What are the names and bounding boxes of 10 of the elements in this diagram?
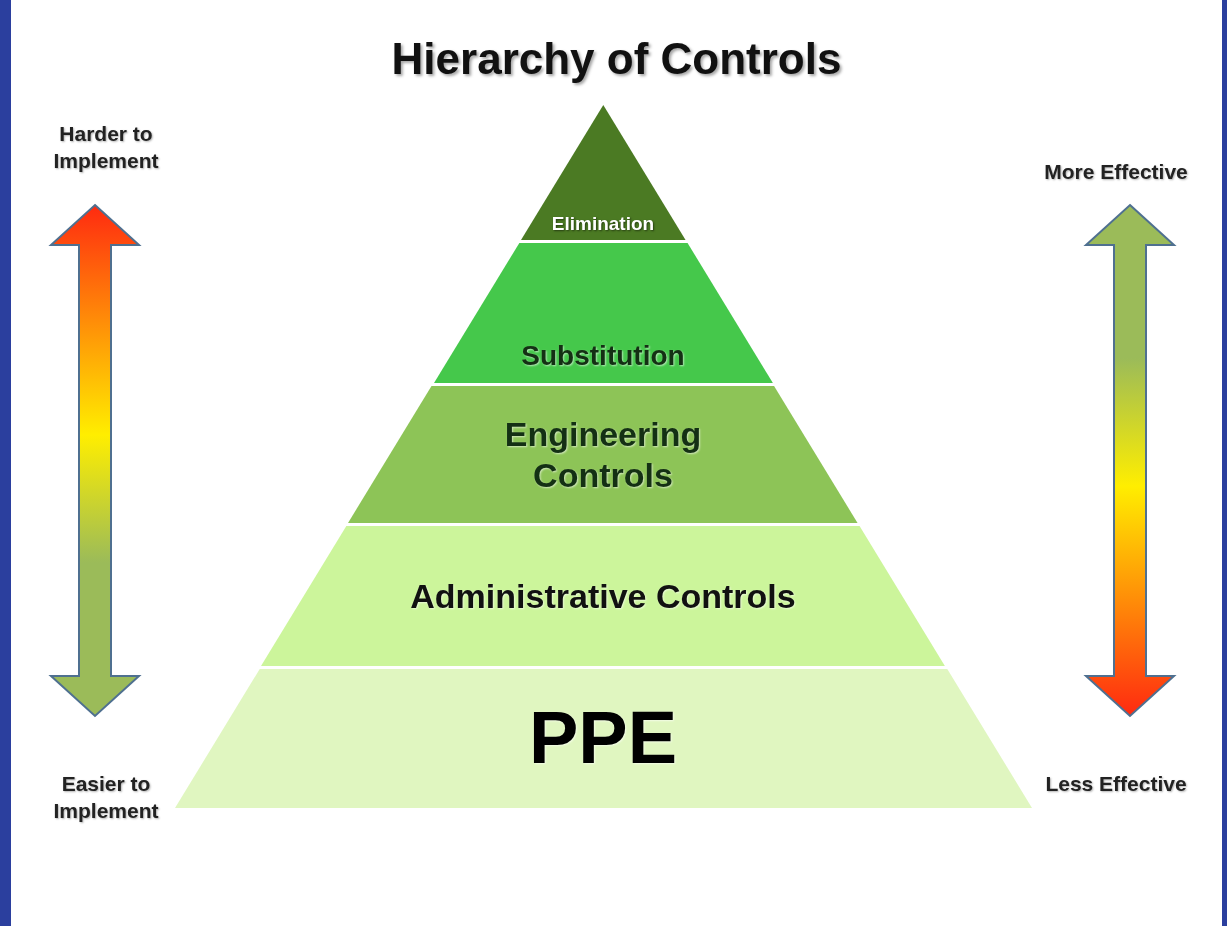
tier-label: Administrative Controls	[410, 575, 796, 617]
tier-label: Substitution	[521, 339, 685, 373]
title: Hierarchy of Controls	[390, 34, 843, 84]
side-label: Easier to Implement	[52, 771, 160, 825]
side-label: Less Effective	[1044, 771, 1188, 797]
tier-label: PPE	[528, 695, 678, 782]
side-label: Harder to Implement	[52, 121, 160, 175]
side-label: More Effective	[1043, 159, 1189, 185]
tier-label: Engineering Controls	[503, 413, 703, 496]
tier-label: Elimination	[551, 213, 655, 236]
